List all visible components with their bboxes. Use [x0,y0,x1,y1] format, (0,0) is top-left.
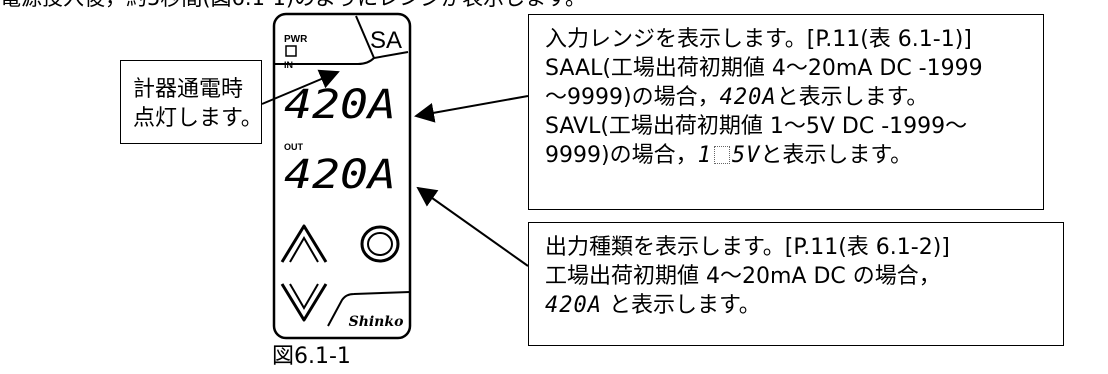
callout-text: と表示します。 [760,143,913,168]
power-indicator-led [285,45,297,57]
down-button-icon[interactable] [280,283,328,322]
callout-text: ～9999)の場合， [545,85,720,110]
callout-line: 入力レンジを表示します。[P.11(表 6.1-1)] [545,27,972,52]
arrow-to-input-display [414,95,529,123]
up-button-icon[interactable] [280,224,328,263]
device-bottom-divider [327,291,411,327]
device-front-panel: SA PWR IN 420A OUT 420A Shinko [272,12,412,340]
page-intro-text: 電源投入後，約5秒間(図6.1-1)のようにレンジが表示します。 [0,0,586,10]
segment-text: 5V [731,143,761,168]
out-label: OUT [284,142,304,152]
callout-line: 工場出荷初期値 4～20mA DC の場合， [545,264,941,289]
callout-line: ～9999)の場合，420Aと表示します。 [545,83,1043,112]
mode-button-icon[interactable] [360,225,400,263]
up-button-icon-inner [289,236,319,263]
arrow-to-power-led [261,69,340,105]
segment-text: 420A [719,85,777,110]
callout-line: 点灯します。 [133,106,263,131]
arrow-to-output-display [416,186,529,267]
display-top-value: 420A [284,82,396,128]
pwr-label: PWR [284,34,308,45]
mode-button-icon-inner [367,232,393,256]
callout-output-type: 出力種類を表示します。[P.11(表 6.1-2)] 工場出荷初期値 4～20m… [528,222,1064,346]
callout-line: 9999)の場合，1 5Vと表示します。 [545,141,1043,170]
segment-text: 420A [545,293,602,318]
figure-caption: 図6.1-1 [272,344,351,369]
device-model-label: SA [370,27,402,54]
callout-text: と表示します。 [776,85,929,110]
display-bottom-value: 420A [284,152,396,198]
device-body [272,12,412,340]
device-top-divider [274,51,409,65]
segment-text: 1 [697,143,712,168]
callout-text: 9999)の場合， [545,143,698,168]
callout-line: SAVL(工場出荷初期値 1～5V DC -1999～ [545,114,968,139]
down-button-icon-inner [289,283,319,310]
callout-power-indicator: 計器通電時 点灯します。 [120,60,263,144]
callout-line: 420A と表示します。 [545,291,1063,320]
callout-input-range: 入力レンジを表示します。[P.11(表 6.1-1)] SAAL(工場出荷初期値… [528,14,1044,210]
callout-line: 出力種類を表示します。[P.11(表 6.1-2)] [545,235,950,260]
device-label-slant [355,15,375,59]
callout-line: 計器通電時 [133,77,244,102]
callout-line: SAAL(工場出荷初期値 4～20mA DC -1999 [545,56,983,81]
in-label: IN [284,60,293,70]
brand-logo: Shinko [349,314,404,330]
callout-text: と表示します。 [601,293,761,318]
blank-segment-icon [713,146,730,164]
